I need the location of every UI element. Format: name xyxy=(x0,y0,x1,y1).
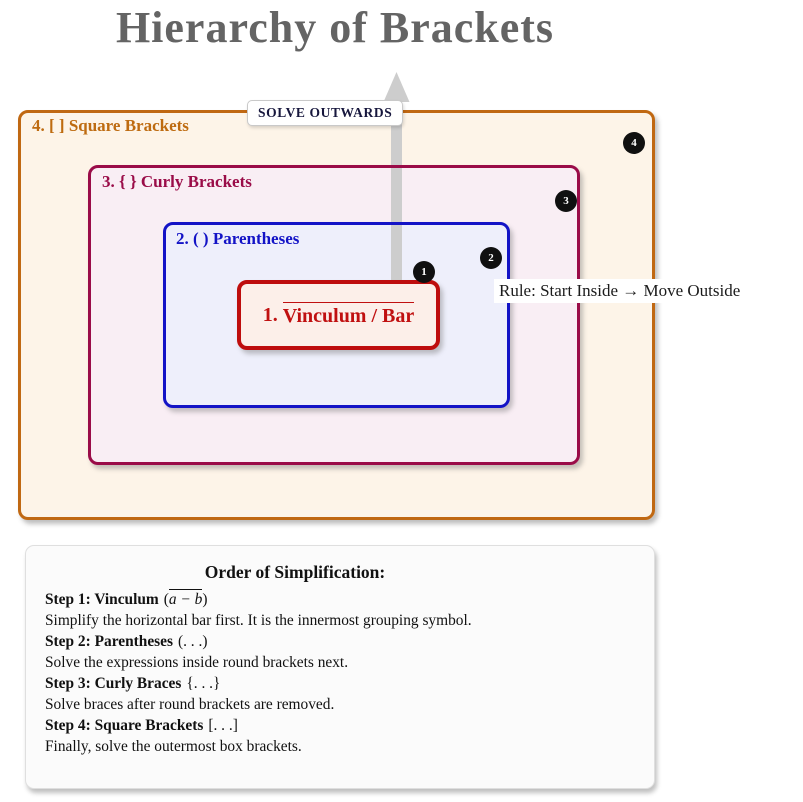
step-2-math: (. . .) xyxy=(177,633,208,650)
overlined-a-minus-b: a − b xyxy=(168,589,203,608)
badge-3: 3 xyxy=(555,190,577,212)
panel-heading: Order of Simplification: xyxy=(204,562,386,582)
panel-body: Step 1: Vinculum(a − b) Simplify the hor… xyxy=(45,589,625,757)
badge-4: 4 xyxy=(623,132,645,154)
step-4-bold: Step 4: Square Brackets xyxy=(45,717,204,734)
step-3-title: Step 3: Curly Braces{. . .} xyxy=(45,673,625,694)
step-1-bold: Step 1: Vinculum xyxy=(45,591,159,608)
square-brackets-label: 4. [ ] Square Brackets xyxy=(32,116,189,135)
step-4-description: Finally, solve the outermost box bracket… xyxy=(45,738,302,755)
vinculum-box-fill xyxy=(237,280,440,350)
solve-outwards-callout: SOLVE OUTWARDS xyxy=(247,100,404,126)
order-of-simplification-panel xyxy=(25,545,655,789)
badge-1: 1 xyxy=(413,261,435,283)
step-3-bold: Step 3: Curly Braces xyxy=(45,675,182,692)
parentheses-box-border xyxy=(163,222,510,408)
vinculum-label-number: 1. xyxy=(262,303,278,326)
page-title: Hierarchy of Brackets xyxy=(115,3,555,52)
step-2-description: Solve the expressions inside round brack… xyxy=(45,654,349,671)
step-1-title: Step 1: Vinculum(a − b) xyxy=(45,589,625,610)
curly-brackets-label: 3. { } Curly Brackets xyxy=(102,172,252,191)
step-2-bold: Step 2: Parentheses xyxy=(45,633,173,650)
vinculum-label: 1. Vinculum / Bar xyxy=(237,280,440,350)
vinculum-box-border xyxy=(237,280,440,350)
step-4-math: [. . .] xyxy=(208,717,238,734)
step-2-title: Step 2: Parentheses(. . .) xyxy=(45,631,625,652)
step-3-math: {. . .} xyxy=(186,675,221,692)
solve-outwards-up-arrow-icon xyxy=(383,72,410,282)
step-1-math: (a − b) xyxy=(163,589,208,608)
vinculum-label-overlined-text: Vinculum / Bar xyxy=(282,302,415,328)
badge-2: 2 xyxy=(480,247,502,269)
rule-annotation: Rule: Start Inside → Move Outside xyxy=(494,279,746,303)
parentheses-label: 2. ( ) Parentheses xyxy=(176,229,300,248)
step-3-description: Solve braces after round brackets are re… xyxy=(45,696,335,713)
curly-brackets-box-border xyxy=(88,165,580,465)
step-4-title: Step 4: Square Brackets[. . .] xyxy=(45,715,625,736)
step-1-description: Simplify the horizontal bar first. It is… xyxy=(45,612,472,629)
